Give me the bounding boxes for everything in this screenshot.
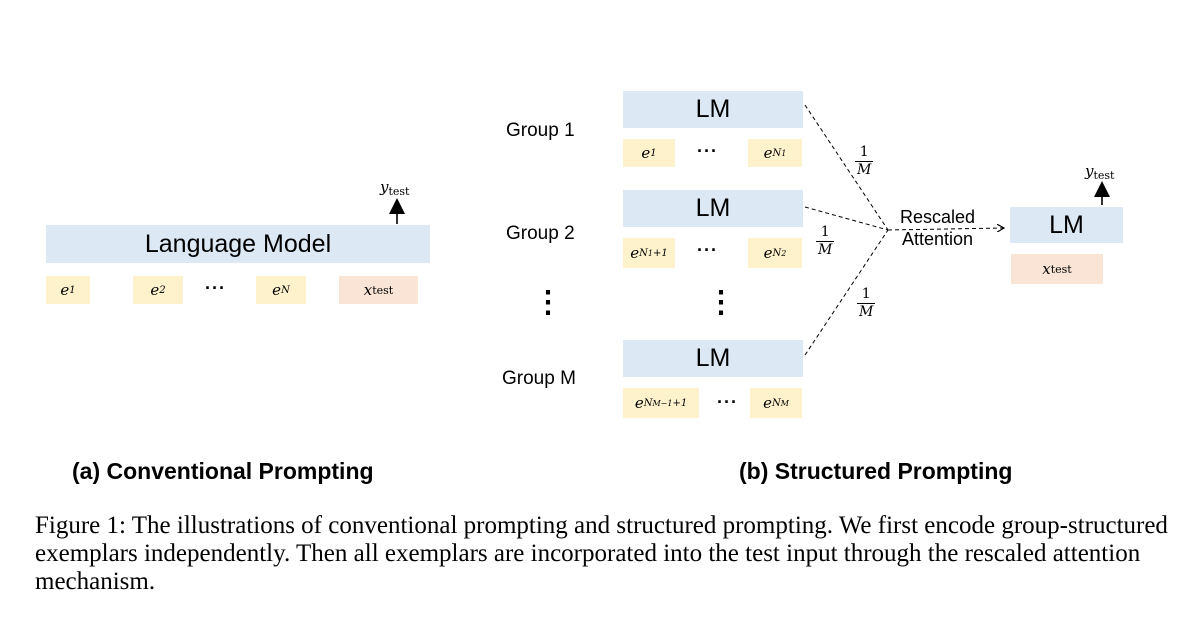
ellipsis-a: ··· bbox=[205, 278, 226, 298]
group-1-ellipsis: ··· bbox=[697, 141, 718, 161]
panel-b-title: (b) Structured Prompting bbox=[739, 458, 1013, 484]
group-m-lm: LM bbox=[623, 340, 803, 377]
final-lm: LM bbox=[1010, 207, 1123, 243]
panel-a-title: (a) Conventional Prompting bbox=[72, 458, 374, 484]
vertical-ellipsis-groups: ⋮ bbox=[533, 286, 563, 319]
group-1-label: Group 1 bbox=[506, 120, 575, 141]
group-2-label: Group 2 bbox=[506, 223, 575, 244]
group-m-ellipsis: ··· bbox=[717, 392, 738, 412]
rescaled-attention-label: Rescaled Attention bbox=[900, 207, 976, 249]
output-label-a: ytest bbox=[380, 178, 410, 198]
dashed-line-group-2 bbox=[804, 206, 889, 231]
group-2-lm: LM bbox=[623, 190, 803, 227]
figure-caption: Figure 1: The illustrations of conventio… bbox=[35, 512, 1168, 595]
group-1-lm: LM bbox=[623, 91, 803, 128]
output-label-b: ytest bbox=[1085, 162, 1115, 182]
group-2-ellipsis: ··· bbox=[697, 240, 718, 260]
group-m-label: Group M bbox=[502, 368, 576, 389]
dashed-line-group-1 bbox=[804, 104, 889, 231]
dashed-arrow-to-lm bbox=[887, 228, 1003, 230]
language-model-bar: Language Model bbox=[46, 225, 430, 263]
vertical-ellipsis-lms: ⋮ bbox=[706, 286, 736, 319]
